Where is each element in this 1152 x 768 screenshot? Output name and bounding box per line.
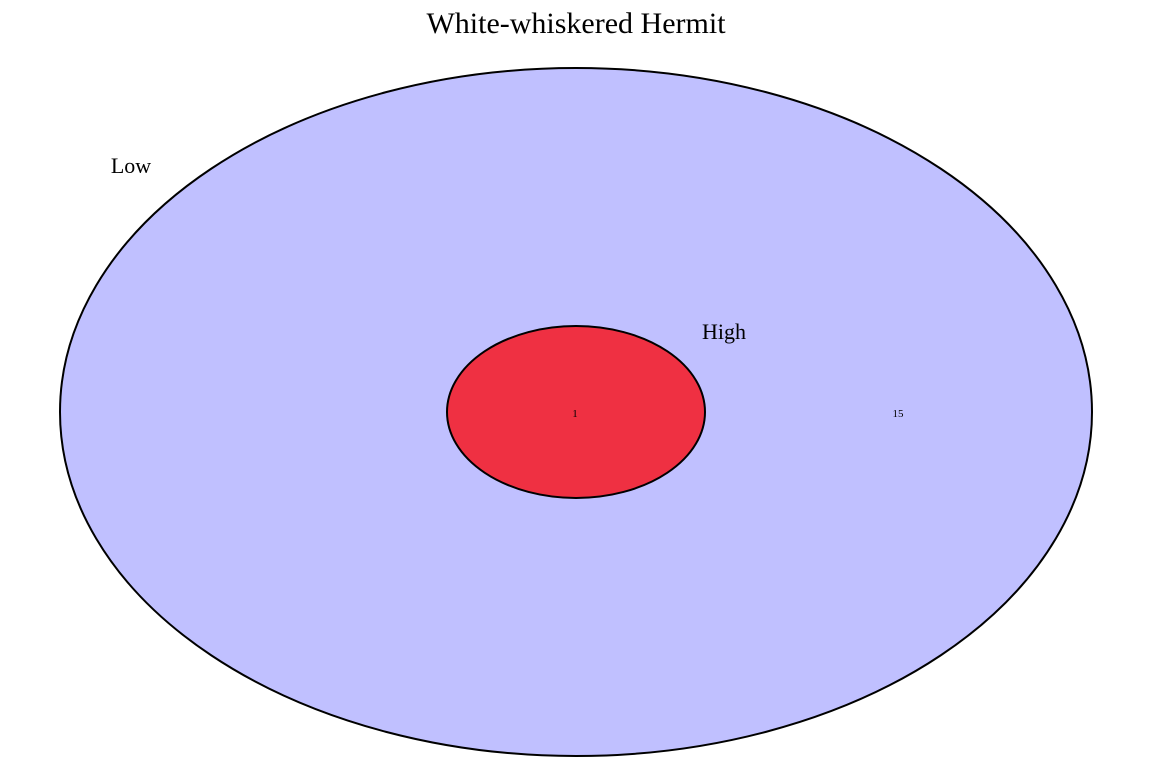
- region-low-and-high-count: 1: [572, 408, 578, 420]
- set-high-label: High: [702, 319, 746, 344]
- set-high-ellipse: [446, 325, 706, 499]
- region-low-only-count: 15: [893, 408, 905, 420]
- set-low-label: Low: [111, 153, 151, 178]
- diagram-title: White-whiskered Hermit: [426, 7, 726, 40]
